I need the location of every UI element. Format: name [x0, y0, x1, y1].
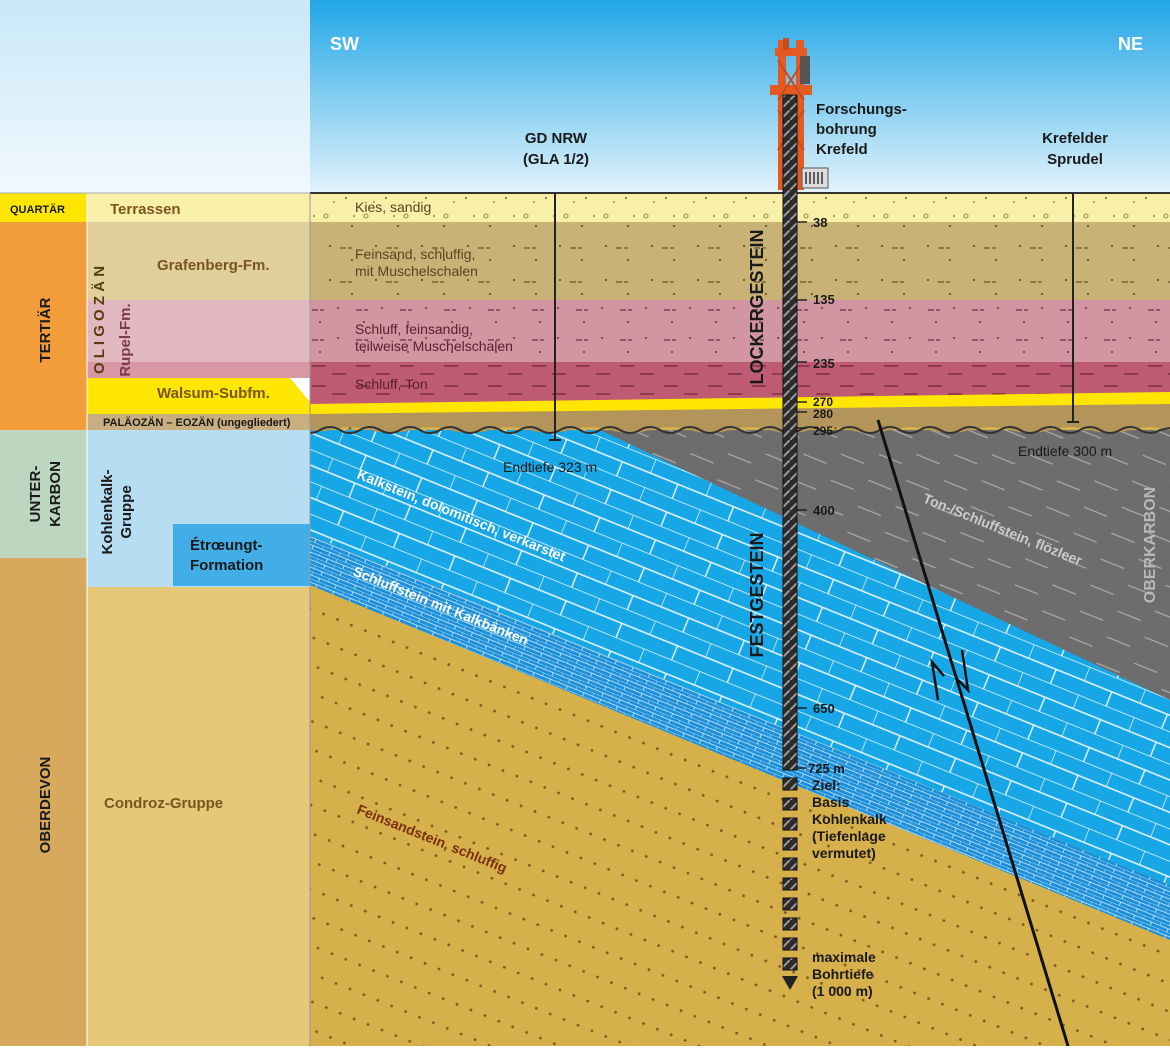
target-l1: Ziel:	[812, 777, 841, 793]
quaternary-layer	[310, 193, 1170, 222]
rock-class-locker: LOCKERGESTEIN	[747, 229, 767, 384]
borehole-segment	[782, 877, 798, 891]
rock-class-fest: FESTGESTEIN	[747, 532, 767, 657]
unit-rupel: Rupel-Fm.	[117, 303, 134, 376]
depth-235: 235	[813, 356, 835, 371]
grafenberg-layer	[310, 222, 1170, 300]
gd-nrw-subtitle: (GLA 1/2)	[523, 151, 589, 168]
sky	[310, 0, 1170, 193]
litho-schluff-fein-1: Schluff, feinsandig,	[355, 321, 473, 337]
depth-400: 400	[813, 503, 835, 518]
depth-725: 725 m	[808, 761, 845, 776]
fault-arrow-up-icon	[930, 657, 945, 701]
forschung-line3: Krefeld	[816, 141, 868, 158]
compass-sw: SW	[330, 34, 359, 54]
borehole-segment	[782, 777, 798, 791]
rupel-lower-layer	[310, 362, 1170, 404]
unit-grafenberg: Grafenberg-Fm.	[157, 257, 270, 274]
drilling-rig-icon	[770, 38, 829, 190]
borehole-segment	[782, 917, 798, 931]
unit-etroeungt-1: Étrœungt-	[190, 537, 262, 554]
litho-schluff-fein-2: teilweise Muschelschalen	[355, 338, 513, 354]
depth-38: 38	[813, 215, 827, 230]
compass-ne: NE	[1118, 34, 1143, 54]
max-depth-l1: maximale	[812, 949, 876, 965]
borehole-segment	[782, 857, 798, 871]
fault-line	[876, 419, 1070, 1047]
period-oberdevon: OBERDEVON	[37, 757, 54, 854]
column-header-bg	[0, 0, 310, 193]
section-body	[0, 192, 1170, 1047]
borehole-segment	[782, 897, 798, 911]
depth-650: 650	[813, 701, 835, 716]
litho-feinsand-1: Feinsand, schluffig,	[355, 246, 475, 262]
unit-palaeozaen: PALÄOZÄN – EOZÄN (ungegliedert)	[103, 416, 291, 429]
gd-nrw-end-depth: Endtiefe 323 m	[503, 459, 597, 475]
period-quartaer: QUARTÄR	[10, 203, 65, 216]
oberkarbon-shale	[600, 430, 1170, 700]
drill-bit-icon	[782, 976, 798, 990]
palaeogene-layer	[310, 398, 1170, 433]
krefelder-subtitle: Sprudel	[1047, 151, 1103, 168]
krefelder-end-depth: Endtiefe 300 m	[1018, 443, 1112, 459]
forschung-line2: bohrung	[816, 121, 877, 138]
period-unterkarbon-2: KARBON	[47, 461, 64, 527]
unit-terrassen: Terrassen	[110, 201, 181, 218]
target-l2: Basis	[812, 794, 850, 810]
depth-280: 280	[813, 407, 833, 421]
epoch-oligozaen: O L I G O Z Ä N	[91, 266, 108, 374]
gd-nrw-title: GD NRW	[525, 130, 588, 147]
unit-etroeungt-2: Formation	[190, 557, 263, 574]
litho-schluff-ton: Schluff, Ton	[355, 376, 428, 392]
rupel-upper-layer	[310, 300, 1170, 362]
unit-kohlenkalk-1: Kohlenkalk-	[99, 469, 116, 554]
borehole-segment	[782, 817, 798, 831]
strat-column	[0, 192, 311, 1046]
forschung-line1: Forschungs-	[816, 101, 907, 118]
litho-feinsand-2: mit Muschelschalen	[355, 263, 478, 279]
target-l3: Kohlenkalk	[812, 811, 887, 827]
litho-oberkarbon: OBERKARBON	[1142, 487, 1159, 603]
target-l4: (Tiefenlage	[812, 828, 886, 844]
target-l5: vermutet)	[812, 845, 876, 861]
period-unterkarbon-1: UNTER-	[27, 466, 44, 523]
borehole-projected	[782, 777, 798, 971]
depth-270: 270	[813, 395, 833, 409]
siltstone-band	[310, 535, 1170, 940]
unit-kohlenkalk-2: Gruppe	[118, 485, 135, 538]
litho-kies: Kies, sandig	[355, 199, 431, 215]
max-depth-l2: Bohrtiefe	[812, 966, 874, 982]
depth-ticks	[797, 221, 807, 769]
borehole-segment	[782, 937, 798, 951]
borehole	[782, 94, 798, 771]
fault-arrow-down-icon	[955, 649, 970, 694]
period-tertiaer: TERTIÄR	[37, 297, 54, 362]
unit-walsum: Walsum-Subfm.	[157, 385, 270, 402]
depth-135: 135	[813, 292, 835, 307]
krefelder-title: Krefelder	[1042, 130, 1108, 147]
max-depth-l3: (1 000 m)	[812, 983, 873, 999]
unit-condroz: Condroz-Gruppe	[104, 795, 223, 812]
depth-295: 295	[813, 424, 833, 438]
borehole-segment	[782, 797, 798, 811]
borehole-segment	[782, 957, 798, 971]
walsum-layer	[310, 390, 1170, 414]
borehole-segment	[782, 837, 798, 851]
